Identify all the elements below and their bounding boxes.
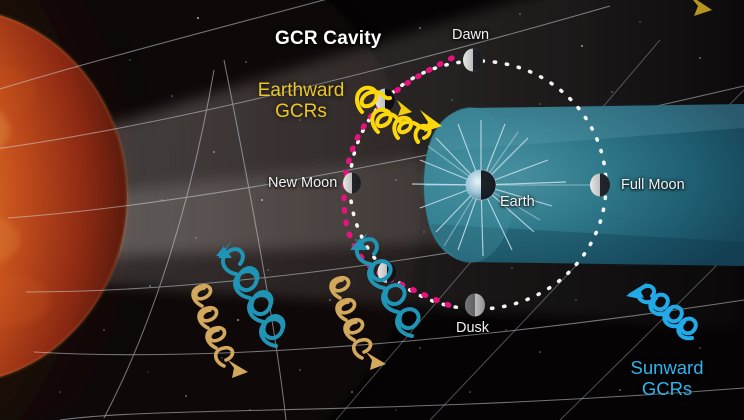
moon-dawn <box>463 48 483 72</box>
earthward-helix-mid <box>329 275 373 360</box>
earthward-helix-arrowhead-lower-left <box>228 360 248 378</box>
moon-dusk <box>465 293 485 317</box>
moon-new <box>343 172 361 194</box>
earthward-gcr-arrowhead-corner <box>693 0 712 16</box>
earthward-gcr-arrowhead <box>397 100 442 132</box>
sunward-helix-lower-left <box>220 247 286 348</box>
earthward-gcr-arrows <box>354 85 432 144</box>
gcr-trajectory-path <box>341 55 459 311</box>
earth <box>465 169 497 201</box>
sunward-helix-arrowhead-mid <box>350 232 368 250</box>
earthward-helix-arrowhead-mid <box>366 352 386 370</box>
moon-full <box>590 173 610 197</box>
sunward-helix-arrowhead-lower-left <box>216 240 232 258</box>
earthward-helix-lower-left <box>191 283 235 368</box>
sunward-helix-arrowhead-bottom-right <box>626 282 648 299</box>
